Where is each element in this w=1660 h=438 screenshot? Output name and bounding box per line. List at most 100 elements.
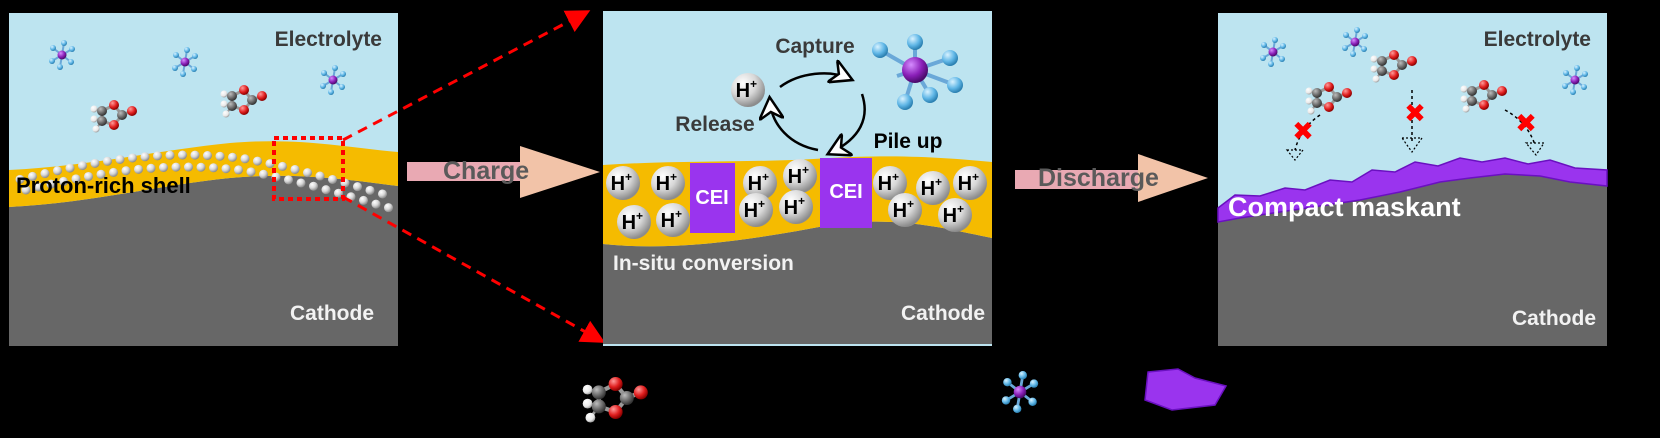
shell-proton-dot (59, 176, 68, 186)
proton-ball: H+ (953, 166, 987, 200)
shell-proton-dot (46, 179, 56, 189)
proton-ball: H+ (783, 159, 817, 193)
shell-proton-dot (384, 203, 393, 213)
panel-charge: CEI CEI H+H+H+H+H+H+H+H+H+H+H+H+H+ H+ Ca… (603, 11, 992, 346)
shell-proton-dot (171, 162, 181, 172)
zoom-box (272, 136, 345, 201)
legend-pf6-anion (1000, 369, 1040, 415)
shell-proton-dot (115, 154, 125, 164)
shell-proton-dot (153, 151, 162, 161)
electrolyte-label: Electrolyte (1484, 28, 1591, 51)
blocked-arrow: ✖ (1504, 108, 1546, 157)
charge-arrow: Charge (407, 146, 600, 198)
shell-proton-dot (240, 154, 250, 164)
zoom-line-top (342, 10, 591, 142)
proton-ball: H+ (617, 205, 651, 239)
proton-ball: H+ (606, 166, 640, 200)
conversion-label: In-situ conversion (613, 252, 794, 275)
shell-proton-dot (209, 163, 218, 173)
shell-proton-dot (84, 171, 93, 181)
red-x-icon: ✖ (1515, 108, 1537, 138)
shell-proton-dot (334, 188, 343, 198)
cycle-arrow-release (770, 102, 819, 152)
legend (583, 368, 1228, 423)
shell-proton-dot (259, 169, 268, 179)
pileup-label: Pile up (874, 130, 943, 153)
shell-proton-dot (290, 164, 300, 174)
shell-proton-dot (278, 161, 287, 171)
shell-proton-dot (28, 171, 37, 181)
electrolyte-label: Electrolyte (275, 28, 382, 51)
shell-proton-dot (246, 167, 256, 177)
shell-proton-dot (103, 156, 112, 166)
proton-ball: H+ (873, 166, 907, 200)
shell-proton-dot (190, 150, 200, 160)
shell-proton-dot (315, 171, 325, 181)
released-proton: H+ (731, 73, 765, 107)
cei-block (820, 158, 872, 228)
cathode-label: Cathode (901, 302, 985, 325)
charge-label: Charge (443, 157, 529, 185)
shell-proton-dot (228, 152, 237, 162)
shell-proton-dot (221, 164, 231, 174)
proton-ball: H+ (938, 198, 972, 232)
proton-ball: H+ (656, 203, 690, 237)
shell-proton-dot (371, 199, 381, 209)
shell-proton-dot (178, 150, 187, 160)
proton-ball: H+ (739, 193, 773, 227)
shell-proton-dot (121, 166, 131, 176)
discharge-arrow: Discharge (1015, 154, 1208, 202)
shell-proton-dot (159, 163, 168, 173)
shell-proton-dot (378, 189, 387, 199)
cathode-region (9, 175, 398, 346)
shell-proton-dot (109, 167, 118, 177)
proton-ball: H+ (731, 73, 765, 107)
blocked-arrow: ✖ (1400, 90, 1426, 154)
shell-proton-dot (303, 168, 312, 178)
legend-cei-particle (1144, 368, 1228, 411)
shell-proton-dot (309, 181, 318, 191)
legend-ec-molecule (583, 377, 648, 423)
cathode-region (603, 221, 992, 344)
cycle-arrow-pileup (832, 93, 866, 152)
red-x-icon: ✖ (1404, 98, 1426, 128)
maskant-label: Compact maskant (1228, 192, 1461, 222)
shell-proton-dot (78, 161, 87, 171)
pf6-large (872, 34, 963, 110)
shell-proton-dot (128, 153, 137, 163)
zoom-line-bottom (342, 195, 606, 343)
cei-label: CEI (829, 181, 862, 203)
shell-proton-dot (65, 163, 75, 173)
proton-ball: H+ (888, 193, 922, 227)
blocked-arrow: ✖ (1285, 114, 1321, 161)
compact-maskant (1217, 157, 1608, 223)
proton-ball: H+ (916, 171, 950, 205)
shell-proton-dot (15, 174, 25, 184)
shell-proton-dot (353, 182, 362, 192)
cei-label: CEI (695, 187, 728, 209)
shell-proton-dot (90, 158, 100, 168)
proton-ball: H+ (743, 166, 777, 200)
shell-proton-dot (71, 174, 81, 184)
shell-proton-dot (196, 162, 206, 172)
panel-initial: Electrolyte Proton-rich shell Cathode (9, 13, 398, 346)
proton-rich-shell (9, 141, 398, 207)
panel-discharge: ✖ ✖ ✖ Electrolyte Compact maskant Cathod… (1217, 13, 1608, 346)
discharge-arrow-head (1138, 154, 1208, 202)
discharge-arrow-shaft (1015, 170, 1140, 189)
shell-proton-dot (96, 169, 106, 179)
shell-proton-dot (203, 150, 212, 160)
shell-proton-dot (146, 163, 156, 173)
shell-proton-dot (34, 182, 43, 192)
cathode-label: Cathode (290, 302, 374, 325)
cathode-label: Cathode (1512, 307, 1596, 330)
shell-proton-dot (215, 151, 225, 161)
shell-proton-dot (321, 185, 331, 195)
capture-label: Capture (775, 35, 854, 58)
shell-proton-dot (21, 185, 31, 195)
shell-proton-dot (53, 166, 62, 176)
shell-proton-dot (328, 174, 337, 184)
shell-proton-dot (365, 185, 375, 195)
shell-proton-dot (40, 169, 50, 179)
